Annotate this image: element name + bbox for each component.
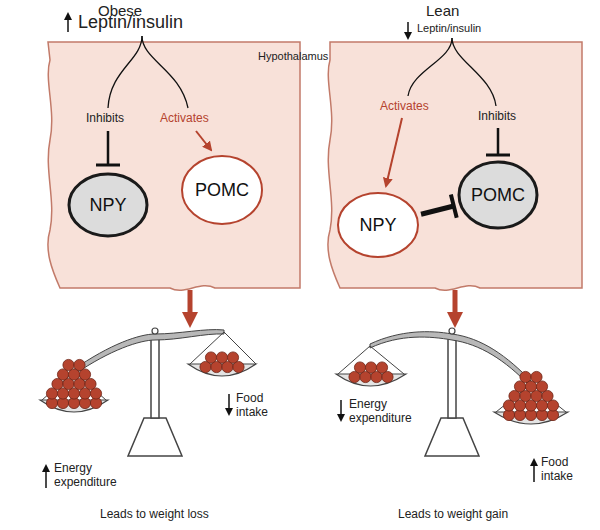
inhibition-connector	[421, 194, 457, 217]
node-text: NPY	[89, 195, 126, 216]
text-label: Activates	[380, 100, 429, 114]
text-label: Energy expenditure	[54, 462, 132, 490]
node-text: POMC	[471, 185, 525, 206]
weight-ball	[227, 352, 238, 363]
weight-ball	[216, 352, 227, 363]
weight-ball	[376, 362, 387, 373]
weight-ball	[531, 371, 542, 382]
node-text: POMC	[195, 180, 249, 201]
text-label: Energy expenditure	[349, 398, 427, 426]
neuron-circle: POMC	[180, 154, 264, 226]
text-label: Inhibits	[478, 110, 516, 124]
text-label: Leptin/insulin	[417, 22, 481, 35]
text-label: Leptin/insulin	[78, 12, 183, 33]
balance-scale	[40, 328, 256, 456]
text-label: Lean	[426, 2, 459, 19]
neuron-circle: POMC	[456, 159, 540, 231]
weight-ball	[354, 362, 365, 373]
text-label: Inhibits	[86, 112, 124, 126]
hypothalamus-panel	[328, 42, 582, 290]
neuron-circle: NPY	[336, 191, 420, 259]
node-text: NPY	[359, 215, 396, 236]
text-label: Hypothalamus	[258, 50, 328, 63]
text-label: Leads to weight gain	[398, 508, 508, 522]
weight-ball	[63, 359, 74, 370]
neuron-circle: NPY	[66, 171, 150, 239]
text-label: Food intake	[236, 392, 280, 420]
text-label: Leads to weight loss	[100, 508, 209, 522]
weight-ball	[74, 359, 85, 370]
weight-ball	[205, 352, 216, 363]
balance-scale	[336, 328, 568, 456]
text-label: Food intake	[541, 456, 585, 484]
weight-ball	[365, 362, 376, 373]
text-label: Activates	[160, 112, 209, 126]
weight-ball	[520, 371, 531, 382]
